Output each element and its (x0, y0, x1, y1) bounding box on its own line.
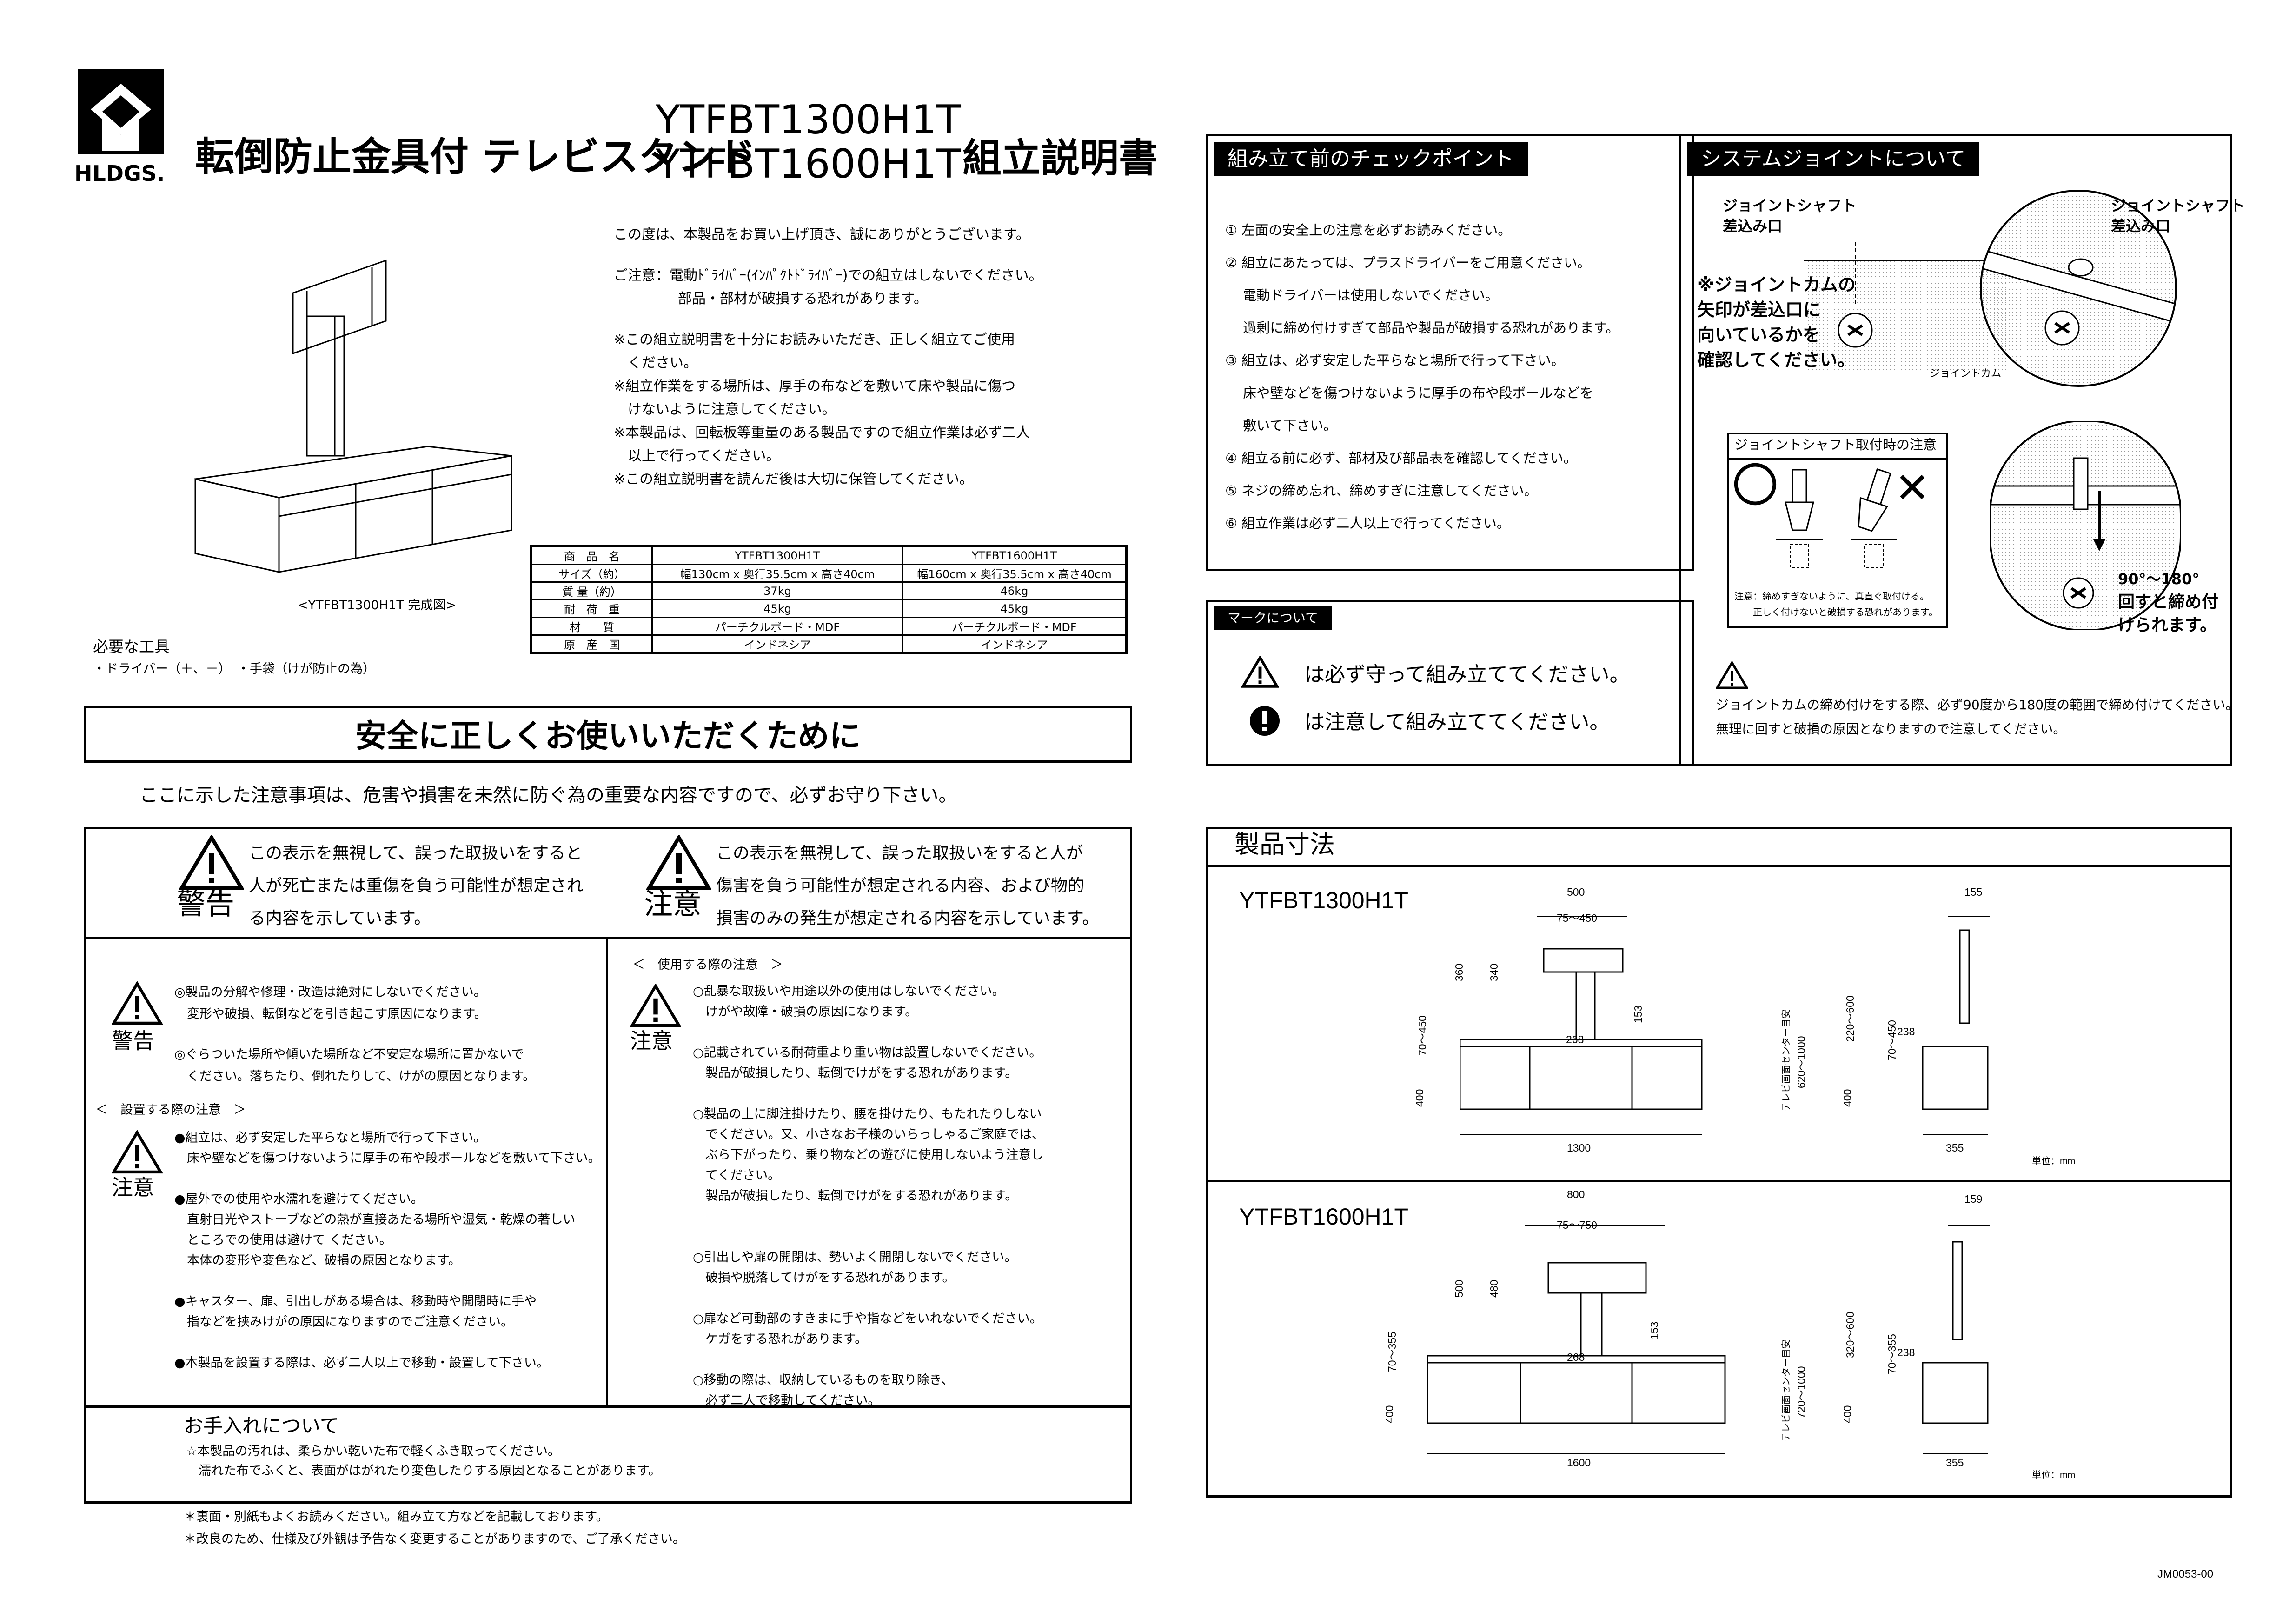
doc-code: JM0053-00 (2157, 1568, 2214, 1580)
label-shaft-hole: ジョイントシャフト 差込み口 (1723, 197, 1857, 235)
label-cam: ジョイントカム (1930, 368, 2002, 380)
angle-text: 回すと締め付 けられます。 (2118, 593, 2219, 635)
warning-triangle-icon (112, 981, 163, 1025)
shaft-note-box (1727, 433, 1948, 628)
model-title-1: YTFBT1300H1T (656, 97, 961, 143)
marks-title: マークについて (1214, 606, 1333, 630)
warning-triangle-icon (1716, 661, 1748, 689)
product-illustration (186, 246, 521, 581)
marks-box (1206, 600, 1694, 766)
model1-front-drawing (1460, 916, 1703, 1135)
shaft-note-title: ジョイントシャフト取付時の注意 (1734, 437, 1937, 453)
right-caution-label: 注意 (630, 1028, 673, 1053)
table-row: 原 産 国インドネシアインドネシア (531, 634, 1127, 654)
checkpoints-title: 組み立て前のチェックポイント (1214, 142, 1528, 176)
shaft-ng-icon (1851, 468, 1897, 568)
use-heading: ＜ 使用する際の注意 ＞ (632, 958, 783, 972)
safety-title: 安全に正しくお使いいただくために (355, 718, 861, 755)
safety-title-box: 安全に正しくお使いいただくために (84, 706, 1132, 763)
model1-side-drawing (1922, 916, 1990, 1135)
dimensions-box (1206, 827, 2232, 1498)
shaft-ok-icon (1776, 469, 1823, 568)
safety-subtitle: ここに示した注意事項は、危害や損害を未然に防ぐ為の重要な内容ですので、必ずお守り… (139, 785, 957, 806)
caution-triangle-icon (112, 1130, 163, 1174)
label-cam-note: ※ジョイントカムの 矢印が差込口に 向いているかを 確認してください。 (1697, 274, 1856, 370)
model1-name: YTFBT1300H1T (1239, 887, 1409, 913)
title-suffix: 組立説明書 (962, 135, 1158, 181)
unit-label: 単位：mm (2032, 1470, 2076, 1480)
logo-mark-icon (78, 69, 164, 154)
product-caption: <YTFBT1300H1T 完成図> (298, 598, 457, 613)
exclamation-circle-icon (1250, 706, 1280, 736)
caution-legend-text: この表示を無視して、誤った取扱いをすると人が 傷害を負う可能性が想定される内容、… (716, 844, 1099, 928)
caution-label: 注意 (644, 887, 702, 921)
shaft-note: 注意：締めすぎないように、真直ぐ取付ける。 正しく付けないと破損する恐れがありま… (1734, 591, 1938, 618)
footnotes: ＊裏面・別紙もよくお読みください。組み立て方などを記載しております。 ＊改良のた… (184, 1510, 685, 1546)
left-caution-items: ●組立は、必ず安定した平らなと場所で行って下さい。 床や壁などを傷つけないように… (174, 1131, 601, 1370)
title-prefix: 転倒防止金具付 テレビスタンド (195, 134, 756, 180)
joint-title: システムジョイントについて (1687, 142, 1980, 176)
logo: HLDGS. (74, 65, 167, 186)
warning-label: 警告 (177, 887, 235, 921)
dimensions-title: 製品寸法 (1234, 830, 1335, 859)
unit-label: 単位：mm (2032, 1156, 2076, 1166)
care-items: ☆本製品の汚れは、柔らかい乾いた布で軽くふき取ってください。 濡れた布でふくと、… (186, 1444, 661, 1478)
ok-mark: 〇 (1732, 459, 1778, 513)
checkpoints-box (1206, 134, 1694, 571)
joint-diagram-closeup (1980, 190, 2177, 387)
care-heading: お手入れについて (184, 1414, 339, 1437)
caution-triangle-icon (630, 984, 681, 1027)
checkpoints-list: ① 左面の安全上の注意を必ずお読みください。 ② 組立にあたっては、プラスドライ… (1225, 222, 1619, 531)
tools-items: ・ドライバー（＋、－） ・手袋（けが防止の為） (93, 662, 375, 676)
label-shaft-hole-2: ジョイントシャフト 差込み口 (2111, 197, 2245, 235)
install-heading: ＜ 設置する際の注意 ＞ (95, 1103, 246, 1117)
joint-bottom-note: ジョイントカムの締め付けをする際、必ず90度から180度の範囲で締め付けてくださ… (1716, 697, 2239, 737)
tools-heading: 必要な工具 (93, 638, 170, 656)
safety-box (84, 827, 1132, 1504)
intro-text: この度は、本製品をお買い上げ頂き、誠にありがとうございます。 ご注意：電動ﾄﾞﾗ… (614, 226, 1043, 487)
warning-triangle-icon (179, 835, 244, 890)
caution-triangle-icon (646, 835, 711, 890)
ng-mark: ✕ (1895, 464, 1930, 513)
right-caution-items: ○乱暴な取扱いや用途以外の使用はしないでください。 けがや故障・破損の原因になり… (693, 984, 1044, 1408)
joint-diagram-rotate (1990, 421, 2181, 630)
model2-front-drawing (1427, 1225, 1726, 1454)
warning-triangle-icon (1241, 656, 1279, 688)
angle-label: 90°～180° (2118, 570, 2200, 588)
model2-side-drawing (1922, 1225, 1990, 1454)
left-caution-label: 注意 (112, 1175, 154, 1200)
model-title-2: YTFBT1600H1T (656, 141, 961, 187)
marks-line-1: は必ず守って組み立ててください。 (1304, 663, 1630, 686)
logo-text: HLDGS. (74, 161, 165, 186)
joint-diagram-cam (1804, 242, 2009, 372)
left-warning-label: 警告 (112, 1028, 154, 1053)
left-warning-items: ◎製品の分解や修理・改造は絶対にしないでください。 変形や破損、転倒などを引き起… (174, 985, 536, 1084)
marks-line-2: は注意して組み立ててください。 (1304, 710, 1610, 734)
warning-legend-text: この表示を無視して、誤った取扱いをすると 人が死亡または重傷を負う可能性が想定さ… (249, 844, 584, 928)
model2-name: YTFBT1600H1T (1239, 1204, 1409, 1230)
